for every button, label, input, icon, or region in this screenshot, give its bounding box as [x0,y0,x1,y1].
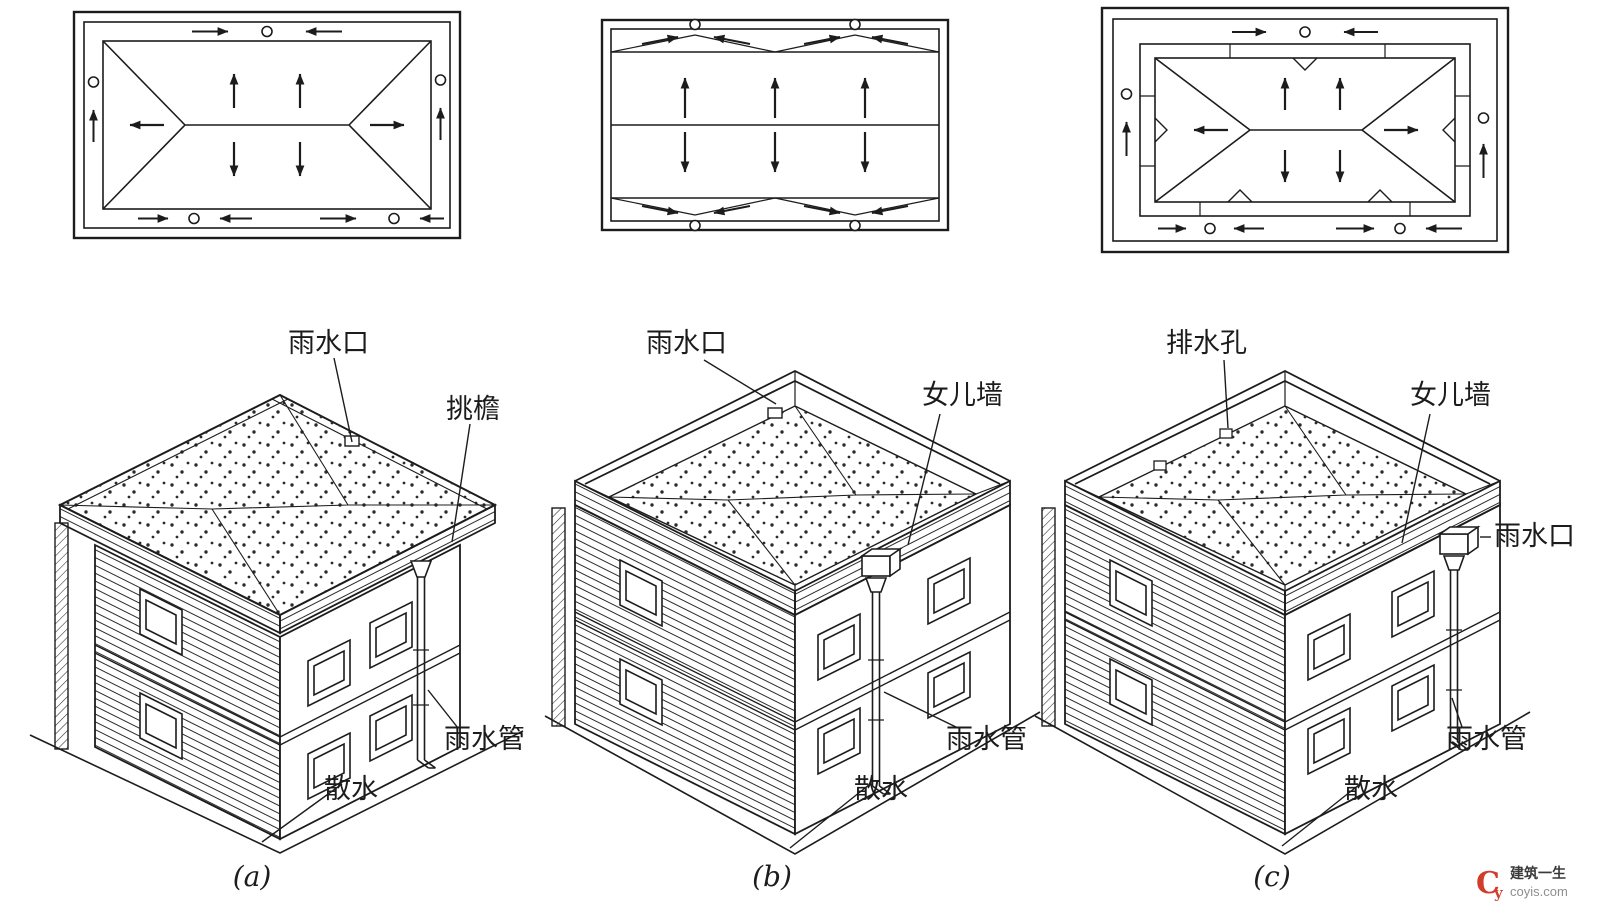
column-b [551,507,566,727]
caption-a: (a) [233,860,272,893]
plan-a-roof-flow-arrows [129,73,405,177]
plan-c-gutter-ticks [1140,44,1470,216]
leader-lines-b [703,359,959,849]
caption-b: (b) [752,860,792,893]
plan-a-hip-ridge-lines [102,40,432,210]
label-apron-c: 散水 [1344,774,1398,804]
plan-b-gutter-slope-lines [610,34,940,216]
roof-parapet-b [574,369,1011,617]
parapet-face-right-b [794,479,1011,617]
plan-b-gutter-and-ridge-lines [611,51,939,199]
plan-a-roof-edge [102,40,432,210]
watermark-logo-sub-icon: y [1493,884,1504,902]
watermark-brand: 建筑一生 [1510,865,1566,881]
watermark-site: coyis.com [1510,884,1568,899]
rain-inlet-hopper-c [1439,533,1469,555]
roof-plan-two-side-drain [600,18,950,232]
plan-a-gutter-flow-arrows [89,27,445,223]
windows-c [1109,558,1435,776]
roof-parapet-c [1064,369,1501,617]
plan-c-roof-edge [1154,57,1456,203]
label-overhang-eave-a: 挑檐 [446,394,500,424]
drain-hole-1-c [1153,460,1167,471]
label-parapet-b: 女儿墙 [922,380,1003,410]
leader-lines-a [261,357,471,843]
label-rain-inlet-b: 雨水口 [646,328,727,358]
eave-fascia-right-a [279,503,496,635]
leader-lines-c [1223,359,1491,847]
plan-c-gutter-flow-arrows [1122,27,1488,233]
windows-a [139,587,413,801]
column-a [54,522,69,750]
caption-c: (c) [1253,860,1291,893]
label-apron-b: 散水 [854,774,908,804]
apron-b [544,711,1041,855]
pipe-funnel-c [1442,555,1466,571]
plan-c-gutter-inner-edge [1139,43,1471,217]
label-rain-inlet-c: 雨水口 [1494,521,1575,551]
building-b-parapet: 雨水口 女儿墙 雨水管 散水 [544,328,1041,855]
column-c [1041,507,1056,727]
plan-c-hip-ridge-lines [1154,57,1456,203]
plan-c-parapet-inner [1112,18,1498,242]
plan-a-inner-border [83,21,451,229]
label-parapet-c: 女儿墙 [1410,380,1491,410]
drain-hole-2-c [1219,428,1233,439]
plan-c-parapet-outer [1100,6,1510,254]
floor-slab-band-a [94,644,461,746]
plan-b-downspout-circles [689,18,861,232]
plan-c-drain-circles [1120,26,1490,235]
building-c-parapet-drain-holes: 排水孔 女儿墙 雨水口 雨水管 散水 [1034,328,1575,855]
plan-a-outer-border [72,10,462,240]
captions: (a) (b) (c) [233,860,1291,893]
rain-pipe-c [1437,525,1481,751]
plan-b-outer-border [600,18,950,232]
watermark-logo-icon: C [1476,866,1500,901]
rain-pipe-a [409,560,436,769]
plan-c-scupper-notches [1154,57,1456,203]
building-a-overhang-eave: 雨水口 挑檐 雨水管 散水 [29,328,525,854]
label-rain-inlet-a: 雨水口 [288,328,369,358]
label-rain-pipe-a: 雨水管 [444,724,525,754]
rain-pipe-b [859,547,903,795]
floor-slab-band-b [574,611,1011,731]
roof-plan-parapet-gutter [1100,6,1510,254]
plan-b-roof-flow-arrows [680,77,870,173]
apron-c [1034,711,1531,855]
roof-plan-eaves-gutter [72,10,462,240]
label-rain-pipe-c: 雨水管 [1446,724,1527,754]
parapet-face-right-c [1284,479,1501,617]
label-rain-pipe-b: 雨水管 [946,724,1027,754]
rain-inlet-box-b [767,407,783,419]
plan-c-roof-flow-arrows [1193,77,1419,183]
floor-slab-band-c [1064,611,1501,731]
label-apron-a: 散水 [324,774,378,804]
pipe-funnel-b [864,577,888,593]
windows-b [619,556,971,776]
apron-a [29,730,524,854]
plan-a-downspout-circles [87,25,447,225]
roof-slab-a [57,393,498,635]
spout-box-b [861,555,891,577]
plan-b-gutter-flow-arrows [641,34,909,216]
watermark: C y 建筑一生 coyis.com [1476,865,1568,902]
label-drain-hole-c: 排水孔 [1166,328,1247,358]
